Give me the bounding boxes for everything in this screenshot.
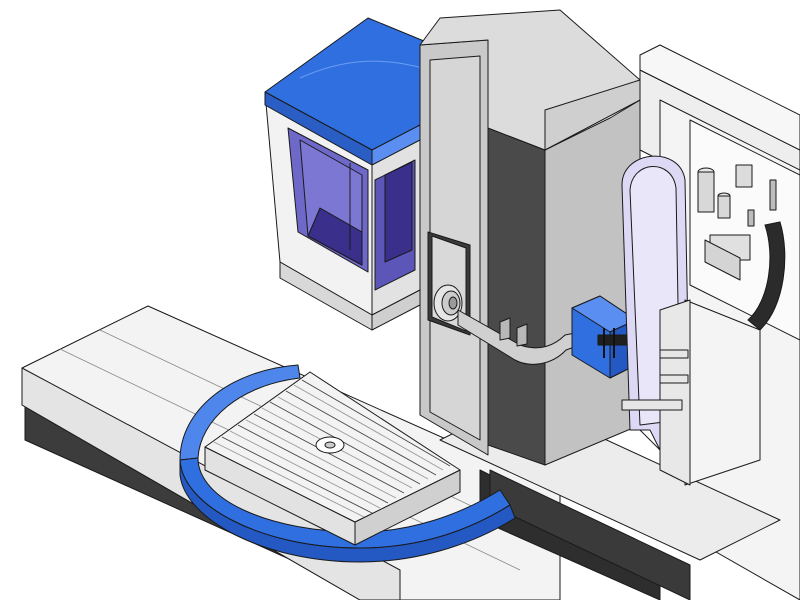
table-t-slots: [213, 379, 451, 518]
vertical-column: [419, 9, 641, 466]
tool-magazine: [571, 295, 653, 379]
spindle-head: [433, 284, 463, 322]
table-blue-guard: [179, 364, 301, 461]
cable-carrier: [621, 155, 761, 486]
rotary-table: [179, 364, 516, 563]
operator-cabin: [264, 17, 471, 331]
